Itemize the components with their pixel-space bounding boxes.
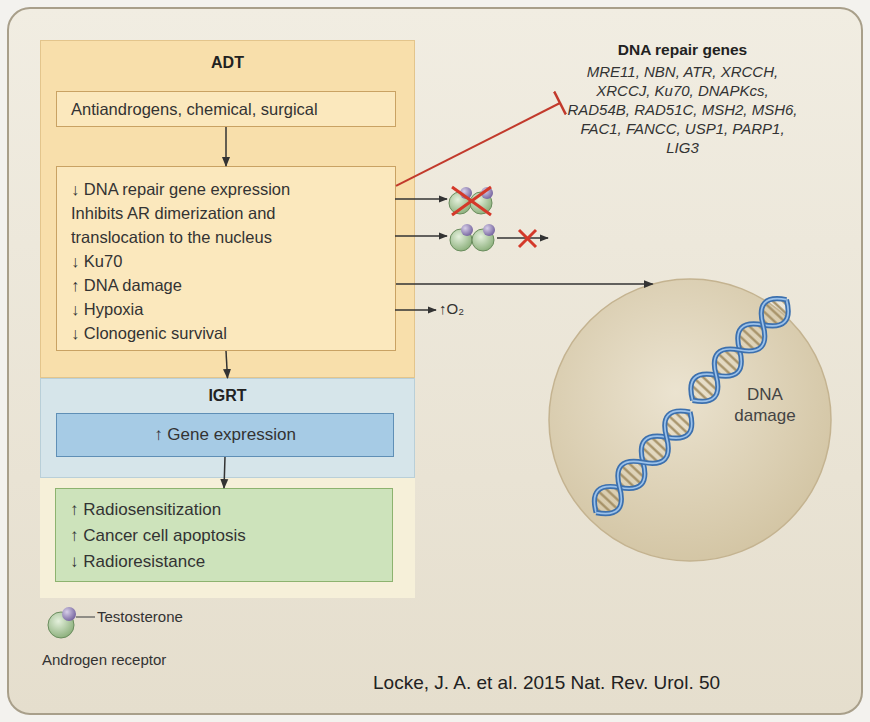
helix-lower-half (586, 403, 700, 522)
testosterone (62, 607, 76, 621)
outcome-box: ↑ Radiosensitization↑ Cancer cell apopto… (55, 488, 393, 582)
strand-highlight (586, 403, 700, 522)
androgen-receptor (48, 612, 74, 638)
cross-mark (452, 187, 491, 215)
box-line: ↓ Clonogenic survival (71, 321, 381, 345)
leader-arrow (497, 237, 548, 239)
process-box: Antiandrogens, chemical, surgical (56, 91, 396, 127)
process-box: ↓ DNA repair gene expressionInhibits AR … (56, 166, 396, 351)
process-box: ↑ Gene expression (56, 413, 394, 457)
box-line: ↑ Cancer cell apoptosis (70, 523, 378, 549)
arrow-connector (224, 457, 225, 488)
androgen-receptor (449, 192, 471, 214)
leader-arrow (395, 235, 447, 237)
gene-list-heading: DNA repair genes (560, 38, 805, 60)
arrow-connector (225, 127, 227, 166)
base-pairs (683, 290, 797, 409)
annotation: ↑O₂ (439, 300, 464, 317)
strand (683, 290, 797, 409)
strand (683, 290, 797, 409)
arrow-connector (396, 283, 653, 285)
testosterone (483, 224, 495, 236)
receptor-dimer (450, 224, 536, 251)
cross-mark (519, 230, 536, 247)
leader-arrow (395, 309, 436, 311)
androgen-receptor (450, 229, 472, 251)
box-line: ↑ Radiosensitization (70, 497, 378, 523)
leader-line (76, 616, 95, 617)
inhibition-connector (396, 103, 560, 186)
strand (586, 403, 700, 522)
gene-list-text: MRE11, NBN, ATR, XRCCH, XRCCJ, Ku70, DNA… (565, 62, 801, 157)
panel-heading: ADT (41, 41, 414, 72)
strand-highlight (586, 403, 700, 522)
helix-upper-half (683, 290, 797, 409)
box-line: ↓ DNA repair gene expression (71, 177, 381, 201)
box-line: Inhibits AR dimerization and translocati… (71, 201, 333, 249)
box-text: ↑ Gene expression (154, 425, 296, 445)
arrow-connector (226, 351, 228, 378)
testosterone (460, 187, 472, 199)
leader-arrow (395, 198, 447, 200)
box-text: Antiandrogens, chemical, surgical (71, 100, 318, 119)
strand-highlight (683, 290, 797, 409)
box-line: ↓ Ku70 (71, 249, 381, 273)
panel: ADT Antiandrogens, chemical, surgical ↓ DN… (40, 40, 415, 378)
cross-mark (452, 187, 491, 215)
strand (586, 403, 700, 522)
panel-heading: IGRT (41, 379, 414, 405)
result-panel (40, 478, 415, 598)
legend-icon (48, 607, 95, 638)
androgen-receptor (470, 192, 492, 214)
box-line: ↓ Hypoxia (71, 297, 381, 321)
box-line: ↓ Radioresistance (70, 549, 378, 575)
dna-circle: DNA damage (548, 278, 832, 562)
base-pairs (586, 403, 700, 522)
box-line: ↑ DNA damage (71, 273, 381, 297)
panel: IGRT ↑ Gene expression (40, 378, 415, 478)
legend-text: Androgen receptor (42, 651, 166, 668)
outer-frame (8, 8, 862, 714)
androgen-receptor (472, 229, 494, 251)
receptor-dimer-blocked (449, 187, 493, 215)
strand-highlight (683, 290, 797, 409)
testosterone (481, 187, 493, 199)
citation: Locke, J. A. et al. 2015 Nat. Rev. Urol.… (373, 672, 720, 694)
gene-list: DNA repair genesMRE11, NBN, ATR, XRCCH, … (560, 38, 805, 168)
circle-label: DNA damage (725, 384, 805, 426)
testosterone (461, 224, 473, 236)
cross-mark (519, 230, 536, 247)
nucleus-circle (549, 279, 831, 561)
legend-text: Testosterone (97, 608, 183, 625)
dna-helix (582, 290, 801, 522)
